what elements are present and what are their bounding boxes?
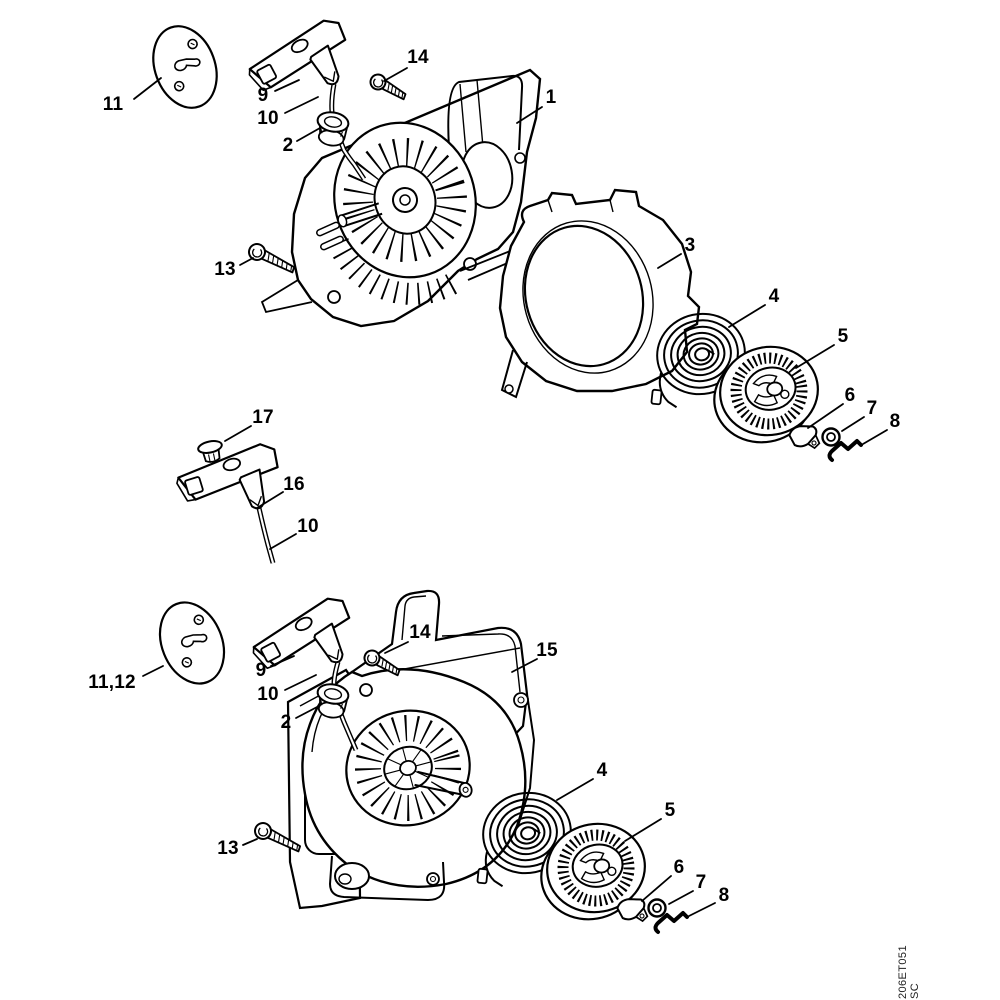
callout-10-middle: 10	[297, 516, 319, 537]
callout-10-upper: 10	[257, 108, 279, 129]
callout-14-upper: 14	[407, 47, 429, 68]
leader-lines	[133, 67, 888, 917]
callout-10-lower: 10	[257, 684, 279, 705]
fan-cover-3	[498, 188, 701, 399]
callout-15: 15	[536, 640, 558, 661]
leader-line-2-upper	[296, 127, 321, 142]
lower-assembly	[147, 589, 689, 934]
leader-line-5-upper	[795, 344, 835, 369]
callout-16: 16	[283, 474, 305, 495]
callout-8-lower: 8	[718, 885, 730, 906]
leader-line-1	[516, 106, 543, 124]
leader-line-13-lower	[242, 838, 258, 846]
callout-3: 3	[684, 235, 696, 256]
callout-2-upper: 2	[282, 135, 294, 156]
leader-line-11-upper	[133, 77, 162, 100]
callout-5-upper: 5	[837, 326, 849, 347]
leader-line-10-upper	[284, 96, 319, 114]
document-code: 206ET051 SC	[897, 945, 921, 999]
cover-disc-11-12	[147, 591, 237, 695]
callout-4-upper: 4	[768, 286, 780, 307]
middle-group	[172, 439, 291, 564]
leader-line-5-lower	[624, 818, 662, 842]
starter-rope-10-middle	[256, 507, 276, 564]
leader-line-4-upper	[728, 304, 766, 328]
callout-1: 1	[545, 87, 557, 108]
callout-7-lower: 7	[695, 872, 707, 893]
callout-9-lower: 9	[255, 660, 267, 681]
callout-7-upper: 7	[866, 398, 878, 419]
callout-13-lower: 13	[217, 838, 239, 859]
leader-line-9-lower	[270, 655, 295, 667]
leader-line-8-upper	[862, 429, 888, 445]
leader-line-6-lower	[641, 875, 672, 902]
upper-assembly	[141, 13, 863, 462]
callout-4-lower: 4	[596, 760, 608, 781]
callout-9-upper: 9	[257, 85, 269, 106]
starter-rope-10-lower	[331, 661, 359, 751]
leader-line-3	[657, 253, 682, 269]
leader-line-7-lower	[668, 890, 694, 905]
fan-housing-15	[286, 589, 536, 910]
leader-line-14-upper	[383, 67, 408, 82]
leader-line-8-lower	[688, 902, 716, 917]
callout-11-12: 11,12	[88, 672, 136, 693]
callout-5-lower: 5	[664, 800, 676, 821]
leader-line-16	[256, 491, 284, 509]
screw-13-upper	[245, 240, 299, 274]
leader-line-15	[511, 658, 538, 673]
leader-line-17	[224, 425, 252, 442]
leader-line-10-lower	[284, 674, 317, 691]
leader-line-14-lower	[384, 641, 409, 654]
washer-7-upper	[821, 427, 841, 447]
starter-grip-16	[172, 439, 291, 531]
leader-line-6-upper	[807, 403, 844, 429]
callout-13-upper: 13	[214, 259, 236, 280]
callout-2-lower: 2	[280, 712, 292, 733]
leader-line-10-middle	[269, 533, 297, 550]
screw-14-upper	[367, 71, 410, 101]
leader-line-4-lower	[556, 778, 594, 801]
grip-cap-17	[197, 440, 223, 463]
callout-11-upper: 11	[102, 94, 124, 115]
callout-8-upper: 8	[889, 411, 901, 432]
leader-line-13-upper	[239, 257, 254, 266]
callout-6-upper: 6	[844, 385, 856, 406]
callout-14-lower: 14	[409, 622, 431, 643]
leader-line-7-upper	[841, 416, 865, 432]
leader-line-11-12	[142, 665, 164, 677]
starter-rope-10-upper	[329, 83, 367, 181]
washer-7-lower	[647, 898, 667, 918]
fan-housing-1	[260, 68, 549, 328]
leader-line-9-upper	[274, 79, 300, 92]
callout-6-lower: 6	[673, 857, 685, 878]
callout-17: 17	[252, 407, 274, 428]
leader-line-2-lower	[295, 705, 320, 719]
cover-disc-11	[141, 16, 229, 118]
